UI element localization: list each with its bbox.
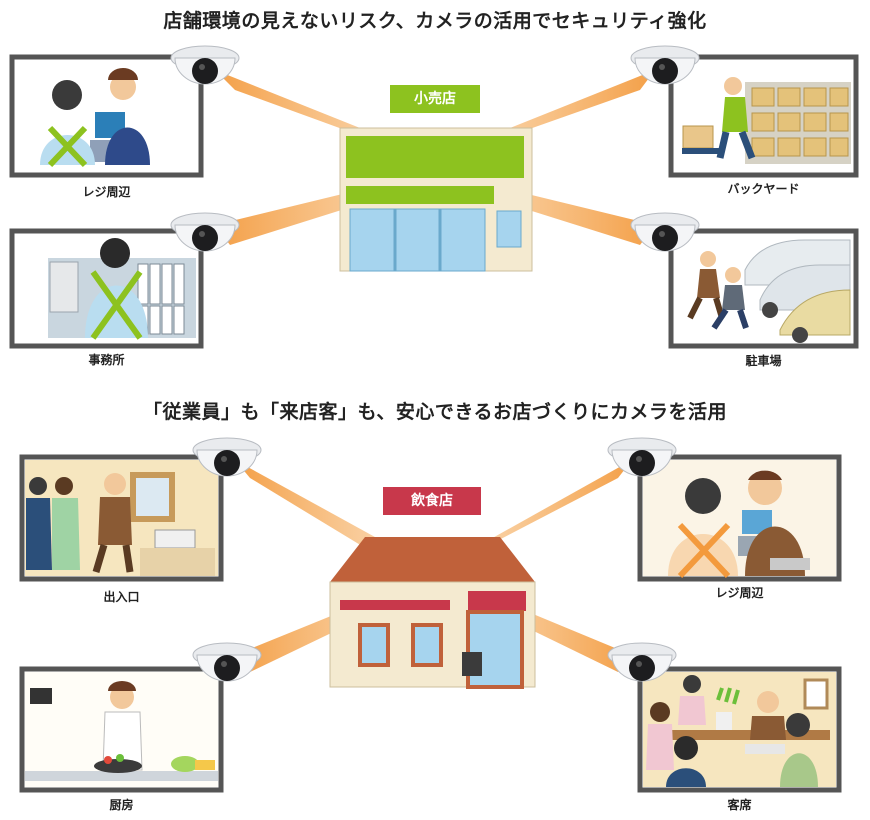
- panel-caption: 厨房: [109, 798, 134, 812]
- panel-caption: 客席: [727, 798, 752, 812]
- retail-store-building: [339, 127, 533, 272]
- panel-office: [9, 228, 204, 349]
- shopper-figure: [104, 473, 126, 495]
- panel-register: [9, 54, 204, 178]
- worker-figure: [52, 80, 82, 110]
- retail-store-label: 小売店: [390, 85, 480, 113]
- panel-caption: レジ周辺: [715, 586, 764, 600]
- panel-register-2: [637, 454, 842, 582]
- panel-caption: レジ周辺: [82, 185, 131, 199]
- worker-figure: [100, 238, 130, 268]
- panel-parking: [668, 228, 859, 349]
- shopper-figure: [725, 267, 741, 283]
- panel-caption: 出入口: [103, 590, 140, 604]
- shopper-figure: [110, 74, 136, 100]
- panel-kitchen: [19, 666, 224, 793]
- panel-entrance: [19, 454, 224, 582]
- worker-figure: [685, 478, 721, 514]
- panel-backyard: [668, 54, 859, 178]
- panel-caption: 駐車場: [745, 354, 782, 368]
- shopper-figure: [700, 251, 716, 267]
- shopper-figure: [757, 691, 779, 713]
- panel-caption: バックヤード: [727, 182, 800, 196]
- section2-heading: 「従業員」も「来店客」も、安心できるお店づくりにカメラを活用: [142, 401, 728, 423]
- section1-heading: 店舗環境の見えないリスク、カメラの活用でセキュリティ強化: [163, 10, 707, 32]
- camera-beam: [235, 460, 395, 560]
- worker-figure: [724, 77, 742, 95]
- panel-seating: [637, 666, 842, 793]
- car-icon: [744, 239, 851, 343]
- panel-caption: 事務所: [88, 353, 125, 367]
- restaurant-label: 飲食店: [383, 487, 481, 515]
- camera-beam: [470, 460, 632, 555]
- restaurant-building: [329, 537, 536, 689]
